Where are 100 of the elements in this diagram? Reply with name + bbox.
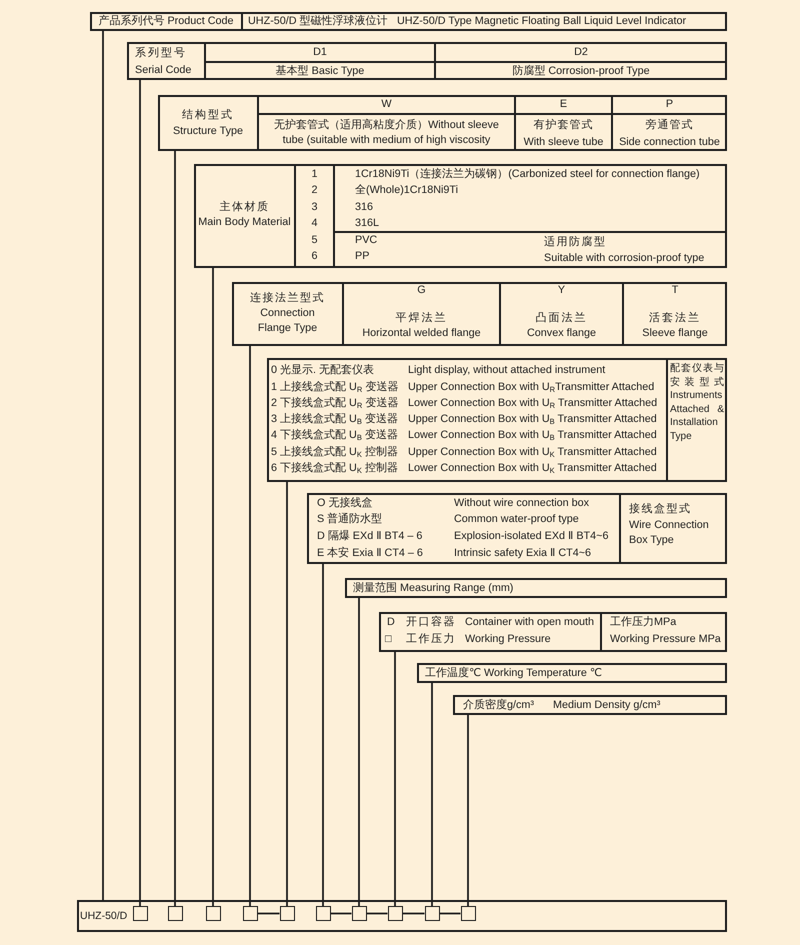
option-table — [379, 612, 727, 652]
option-description: 有护套管式 — [534, 118, 594, 132]
option-description: Light display, without attached instrument — [408, 363, 606, 378]
option-description: Horizontal welded flange — [362, 326, 481, 341]
option-table — [345, 578, 727, 598]
option-table — [267, 358, 727, 482]
answer-box — [460, 906, 476, 921]
option-description: Common water-proof type — [454, 512, 579, 527]
option-code: □ — [385, 632, 392, 647]
model-code-box — [77, 900, 727, 932]
answer-box — [316, 906, 330, 921]
option-description: 开口容器 — [406, 615, 456, 630]
option-description: Sleeve flange — [642, 326, 708, 341]
connector-line — [467, 715, 469, 906]
option-code: G — [417, 283, 426, 298]
option-code: 5 — [311, 232, 318, 248]
field-label: Wire Connection Box Type — [629, 518, 710, 548]
answer-box — [168, 906, 182, 921]
option-description: Upper Connection Box with U$_{K}$ Transmitter Attached — [408, 444, 657, 460]
option-description: D 隔爆 EXd Ⅱ BT4 – 6 — [317, 529, 422, 544]
field-label: 连接法兰型式 — [250, 290, 325, 306]
option-description: O 无接线盒 — [317, 496, 372, 510]
model-prefix: UHZ-50/D — [80, 908, 128, 924]
field-label: 系列型号 — [135, 46, 187, 60]
option-description: 活套法兰 — [649, 310, 701, 326]
field-label: 主体材质 — [220, 200, 270, 214]
option-description: Convex flange — [526, 326, 596, 341]
field-label: Connection Flange Type — [256, 306, 318, 336]
product-title: UHZ-50/D Type Magnetic Floating Ball Liquid Level Indicator — [397, 14, 686, 29]
option-description: Explosion-isolated EXd Ⅱ BT4~6 — [454, 529, 608, 544]
answer-box — [352, 906, 366, 921]
option-table — [417, 663, 727, 683]
option-code: E — [560, 97, 568, 112]
option-code: 4 — [311, 216, 318, 231]
option-description: 平焊法兰 — [396, 310, 448, 326]
option-description: Upper Connection Box with U$_{B}$ Transmitter Attached — [408, 412, 657, 427]
option-table — [453, 695, 727, 715]
option-description: 适用防腐型 — [544, 234, 606, 250]
option-description: 316 — [355, 200, 374, 214]
connector-line — [358, 598, 360, 906]
option-code: 3 — [311, 200, 318, 214]
field-label: 工作压力MPa — [610, 615, 676, 630]
connector-line — [139, 80, 141, 906]
option-description: S 普通防水型 — [317, 512, 382, 527]
option-description: 全(Whole)1Cr18Ni9Ti — [355, 183, 458, 198]
connector-line — [212, 268, 214, 906]
connector-line — [322, 564, 324, 906]
hyphen-line — [402, 912, 424, 914]
option-table — [194, 164, 727, 268]
answer-box — [242, 906, 258, 921]
option-code: 2 — [311, 183, 318, 198]
option-table — [232, 282, 727, 346]
connector-line — [249, 346, 251, 906]
option-description: Without wire connection box — [454, 496, 590, 510]
option-description: Lower Connection Box with U$_{K}$ Transmitter Attached — [408, 461, 657, 476]
option-description: Working Pressure — [465, 632, 551, 647]
field-label: 配套仪表与安装型式 Instruments Attached & Installation Type — [670, 362, 724, 443]
answer-box — [132, 906, 148, 921]
option-description: 1Cr18Ni9Ti（连接法兰为碳钢）(Carbonized steel for connection flange) — [355, 166, 700, 182]
answer-box — [424, 906, 440, 921]
field-label: 测量范围 Measuring Range (mm) — [353, 580, 514, 596]
connector-line — [394, 652, 396, 906]
option-table — [127, 42, 727, 80]
hyphen-line — [440, 912, 460, 914]
option-description: PVC — [355, 232, 378, 248]
option-description: E 本安 Exia Ⅱ CT4 – 6 — [317, 546, 423, 560]
option-description: 旁通管式 — [646, 118, 694, 132]
option-description: 5 上接线盒式配 U$_{K}$ 控制器 — [271, 444, 398, 460]
connector-line — [102, 31, 104, 900]
option-description: 防腐型 Corrosion-proof Type — [512, 64, 650, 78]
option-description: 工作压力 — [406, 632, 456, 647]
option-description: Suitable with corrosion-proof type — [544, 250, 704, 266]
hyphen-line — [258, 912, 280, 914]
field-label: Working Pressure MPa — [610, 632, 721, 647]
field-label: 接线盒型式 — [629, 502, 692, 516]
option-description: 2 下接线盒式配 U$_{R}$ 变送器 — [271, 396, 398, 410]
option-code: D1 — [313, 44, 327, 60]
field-label: 产品系列代号 Product Code — [98, 14, 234, 29]
hyphen-line — [366, 912, 388, 914]
field-label: 结构型式 — [182, 108, 234, 122]
product-title: UHZ-50/D 型磁性浮球液位计 — [248, 14, 388, 29]
option-description: Intrinsic safety Exia Ⅱ CT4~6 — [454, 546, 592, 560]
connector-line — [286, 482, 288, 906]
option-code: Y — [558, 283, 566, 298]
option-description: PP — [355, 249, 370, 264]
option-code: 6 — [311, 249, 318, 264]
option-description: 凸面法兰 — [536, 310, 588, 326]
option-description: 6 下接线盒式配 U$_{K}$ 控制器 — [271, 461, 398, 476]
answer-box — [206, 906, 220, 921]
option-table — [307, 493, 727, 564]
answer-box — [388, 906, 402, 921]
option-description: 316L — [355, 216, 380, 231]
option-description: 0 光显示. 无配套仪表 — [271, 363, 374, 378]
option-description: 基本型 Basic Type — [276, 64, 364, 78]
option-table — [158, 95, 727, 151]
option-description: 3 上接线盒式配 U$_{B}$ 变送器 — [271, 412, 398, 427]
option-description: Lower Connection Box with U$_{R}$ Transmitter Attached — [408, 396, 658, 410]
field-label: Structure Type — [172, 124, 244, 139]
product-code-table — [90, 12, 727, 31]
option-description: Lower Connection Box with U$_{B}$ Transmitter Attached — [408, 428, 657, 443]
